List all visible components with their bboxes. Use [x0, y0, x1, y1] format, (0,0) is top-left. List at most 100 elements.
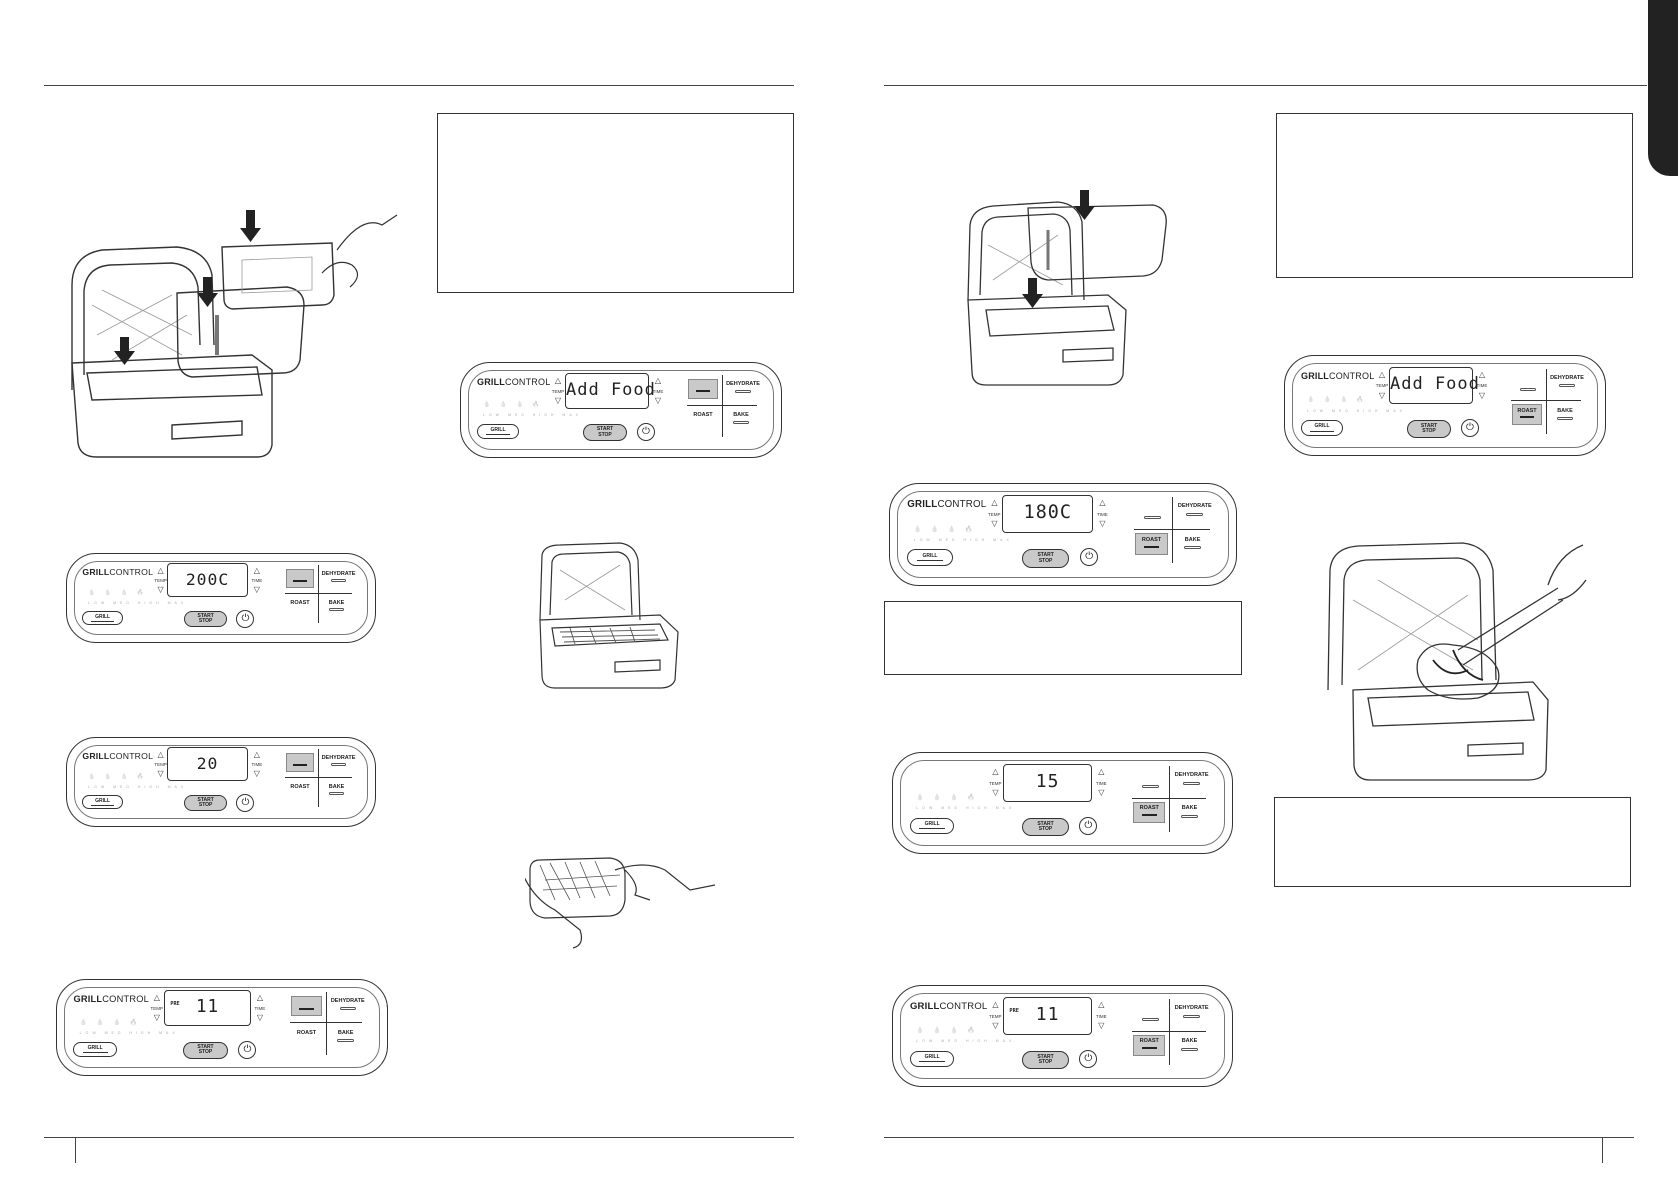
lcd-display: 180C [1002, 494, 1094, 534]
dehydrate-button[interactable]: DEHYDRATE [321, 754, 356, 761]
time-label: TIME [254, 1006, 266, 1012]
display-readout: Add Food [1390, 373, 1480, 394]
bake-button[interactable]: BAKE [1184, 536, 1201, 543]
bake-button[interactable]: BAKE [1181, 1038, 1198, 1045]
time-up-icon[interactable]: △ [253, 750, 260, 760]
dehydrate-button[interactable]: DEHYDRATE [321, 570, 356, 577]
roast-button[interactable]: ROAST [1139, 805, 1159, 812]
time-up-icon[interactable]: △ [1099, 498, 1106, 508]
power-icon[interactable]: ⏻ [1080, 548, 1099, 567]
time-up-icon[interactable]: △ [1098, 999, 1105, 1009]
dehydrate-bar [1183, 781, 1201, 785]
bake-button[interactable]: BAKE [337, 1029, 354, 1036]
temp-down-icon[interactable]: ▽ [153, 1013, 160, 1023]
grid-divider [1169, 765, 1171, 832]
dehydrate-button[interactable]: DEHYDRATE [1177, 503, 1212, 510]
roast-button[interactable]: ROAST [1517, 407, 1537, 414]
bake-button[interactable]: BAKE [733, 412, 749, 418]
grill-button[interactable]: GRILL [1301, 420, 1343, 436]
temp-down-icon[interactable]: ▽ [554, 396, 562, 405]
power-icon[interactable]: ⏻ [238, 1040, 257, 1059]
roast-button[interactable]: ROAST [290, 783, 310, 790]
panel-inner-border [468, 370, 774, 450]
grill-button[interactable]: GRILL [82, 611, 123, 626]
grill-button[interactable]: GRILL [907, 549, 953, 566]
time-down-icon[interactable]: ▽ [1478, 390, 1486, 400]
power-icon[interactable]: ⏻ [236, 794, 255, 813]
power-icon[interactable]: ⏻ [236, 610, 255, 629]
roast-button[interactable]: ROAST [1141, 536, 1162, 543]
time-label: TIME [652, 389, 664, 394]
time-up-icon[interactable]: △ [1098, 766, 1105, 776]
time-down-icon[interactable]: ▽ [253, 768, 260, 778]
temp-down-icon[interactable]: ▽ [1378, 390, 1386, 400]
bake-button[interactable]: BAKE [1557, 407, 1573, 414]
time-down-icon[interactable]: ▽ [1098, 1021, 1105, 1031]
power-icon[interactable]: ⏻ [1079, 1049, 1098, 1068]
temp-up-icon[interactable]: △ [554, 376, 562, 385]
temp-down-icon[interactable]: ▽ [992, 1021, 999, 1031]
roast-button[interactable]: ROAST [296, 1029, 317, 1036]
heat-level-labels: LOW MED HIGH MAX [916, 1039, 1016, 1044]
bake-bar [328, 792, 345, 796]
time-up-icon[interactable]: △ [256, 993, 264, 1003]
roast-button[interactable]: ROAST [290, 599, 310, 606]
temp-up-icon[interactable]: △ [157, 566, 164, 576]
power-icon[interactable]: ⏻ [1461, 419, 1479, 438]
panel-inner-border [900, 993, 1225, 1079]
temp-up-icon[interactable]: △ [153, 993, 160, 1003]
temp-up-icon[interactable]: △ [157, 750, 164, 760]
grid-divider [687, 405, 757, 406]
time-down-icon[interactable]: ▽ [1098, 788, 1105, 798]
temp-label: TEMP [989, 1013, 1002, 1019]
dehydrate-button[interactable]: DEHYDRATE [1174, 772, 1209, 779]
time-up-icon[interactable]: △ [654, 376, 662, 385]
time-up-icon[interactable]: △ [1478, 369, 1486, 379]
bake-button[interactable]: BAKE [328, 783, 345, 790]
dehydrate-button[interactable]: DEHYDRATE [1550, 374, 1584, 381]
time-down-icon[interactable]: ▽ [1099, 519, 1106, 529]
open-grill-with-fries-illustration [539, 542, 679, 689]
time-down-icon[interactable]: ▽ [654, 396, 662, 405]
bake-button[interactable]: BAKE [1181, 805, 1198, 812]
heat-level-labels: LOW MED HIGH MAX [88, 600, 188, 605]
grill-button[interactable]: GRILL [909, 1050, 955, 1067]
dehydrate-button[interactable]: DEHYDRATE [1174, 1005, 1209, 1012]
grill-button[interactable]: GRILL [82, 795, 123, 810]
temp-down-icon[interactable]: ▽ [992, 788, 999, 798]
power-icon[interactable]: ⏻ [1079, 816, 1098, 835]
display-readout: 11 [195, 997, 220, 1018]
dehydrate-button[interactable]: DEHYDRATE [726, 381, 760, 387]
roast-button[interactable]: ROAST [1139, 1038, 1159, 1045]
dehydrate-button[interactable]: DEHYDRATE [330, 998, 365, 1005]
power-icon[interactable]: ⏻ [637, 423, 655, 441]
time-down-icon[interactable]: ▽ [253, 584, 260, 594]
grill-button[interactable]: GRILL [909, 817, 955, 834]
time-up-icon[interactable]: △ [253, 566, 260, 576]
temp-down-icon[interactable]: ▽ [157, 584, 164, 594]
temp-label: TEMP [154, 578, 167, 584]
temp-up-icon[interactable]: △ [992, 766, 999, 776]
temp-down-icon[interactable]: ▽ [157, 768, 164, 778]
temp-down-icon[interactable]: ▽ [991, 519, 998, 529]
temp-up-icon[interactable]: △ [1378, 369, 1386, 379]
heat-level-labels: LOW MED HIGH MAX [916, 806, 1016, 811]
roast-button[interactable]: ROAST [693, 412, 713, 418]
temp-up-icon[interactable]: △ [991, 498, 998, 508]
grill-button[interactable]: GRILL [73, 1041, 117, 1057]
temp-up-icon[interactable]: △ [992, 999, 999, 1009]
brand-logo: GRILLCONTROL [73, 994, 149, 1005]
dehydrate-bar [339, 1007, 356, 1011]
grill-button[interactable]: GRILL [477, 424, 519, 439]
bake-button[interactable]: BAKE [328, 599, 345, 606]
time-down-icon[interactable]: ▽ [256, 1013, 264, 1023]
